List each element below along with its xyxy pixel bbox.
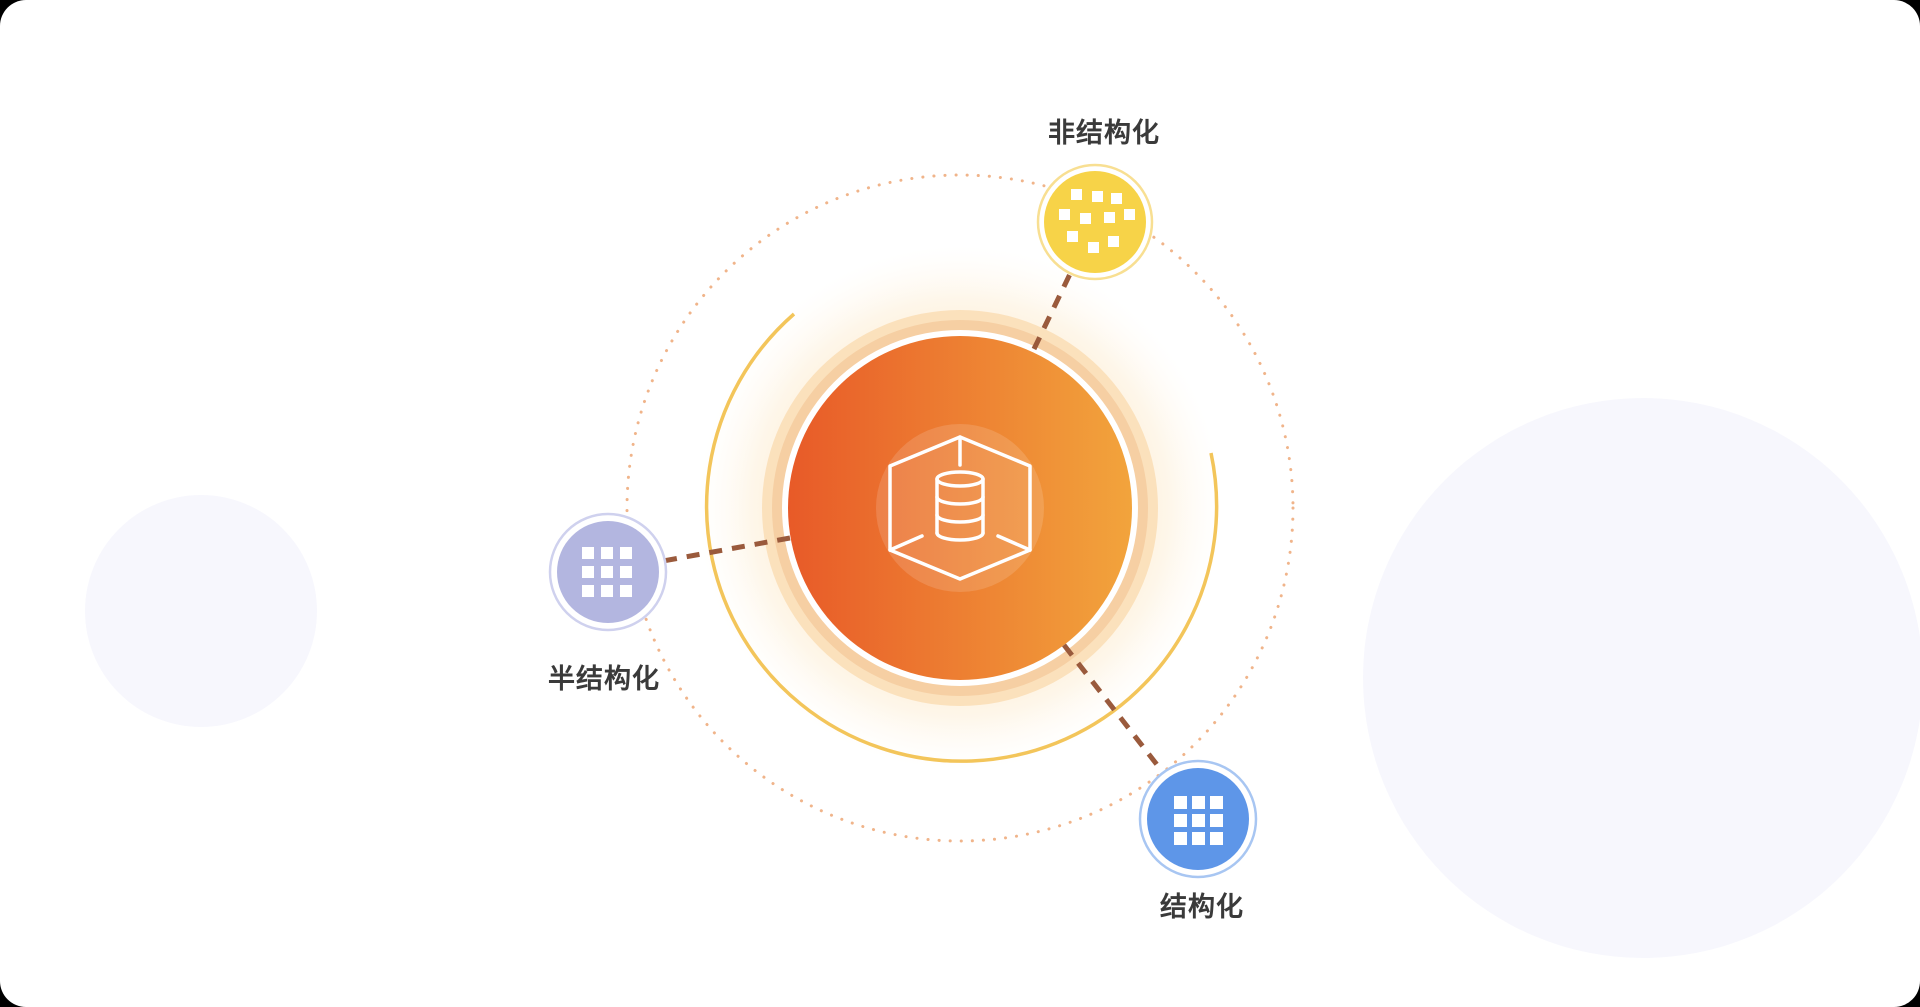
node-semi-structured — [548, 512, 668, 632]
label-structured: 结构化 — [1160, 892, 1244, 923]
core-circle — [788, 336, 1132, 680]
outer-dotted-orbit — [625, 173, 1295, 843]
label-unstructured: 非结构化 — [1048, 118, 1160, 149]
inner-orbit-arc — [704, 312, 1219, 763]
connector-structured — [1062, 643, 1167, 777]
node-unstructured — [1036, 163, 1154, 281]
label-semi-structured: 半结构化 — [548, 664, 660, 695]
background-circle-right — [1363, 398, 1920, 958]
grid-icon — [582, 547, 632, 597]
grid-icon — [1174, 796, 1223, 845]
database-cube-icon — [888, 435, 1032, 581]
core-inner-disc — [876, 424, 1044, 592]
background-circle-left — [85, 495, 317, 727]
node-structured — [1138, 759, 1258, 879]
scattered-squares-icon — [1059, 189, 1135, 253]
connector-lines — [662, 272, 1167, 777]
connector-unstructured — [1031, 272, 1073, 351]
